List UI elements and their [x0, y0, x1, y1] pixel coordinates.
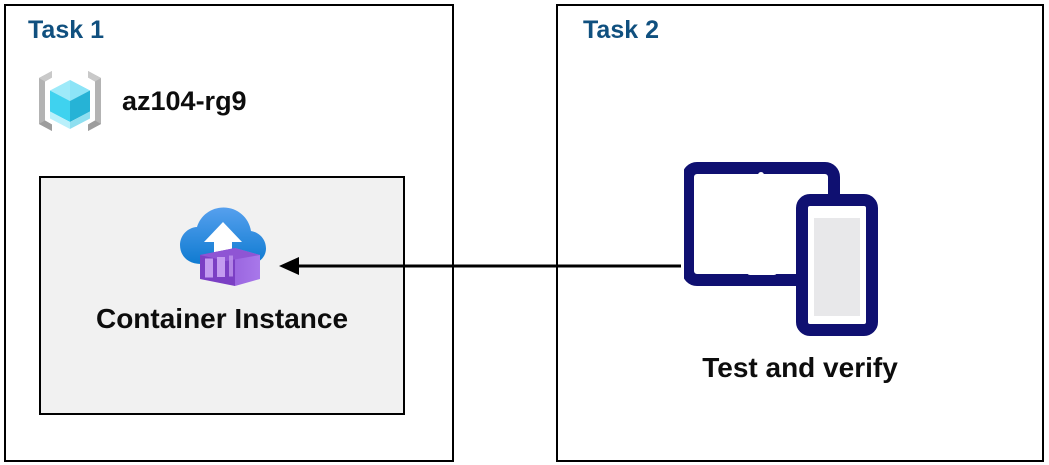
azure-container-instance-icon: [180, 207, 266, 286]
resource-group-row: az104-rg9: [32, 63, 332, 139]
resource-group-label: az104-rg9: [122, 85, 247, 116]
azure-resource-group-icon: [39, 71, 101, 131]
container-instance-box: Container Instance: [39, 176, 405, 415]
devices-tablet-phone-icon: [684, 162, 878, 336]
task-2-title: Task 2: [583, 16, 659, 44]
task-1-title: Task 1: [28, 16, 104, 44]
test-and-verify-label: Test and verify: [702, 352, 898, 383]
container-instance-label: Container Instance: [95, 303, 349, 334]
